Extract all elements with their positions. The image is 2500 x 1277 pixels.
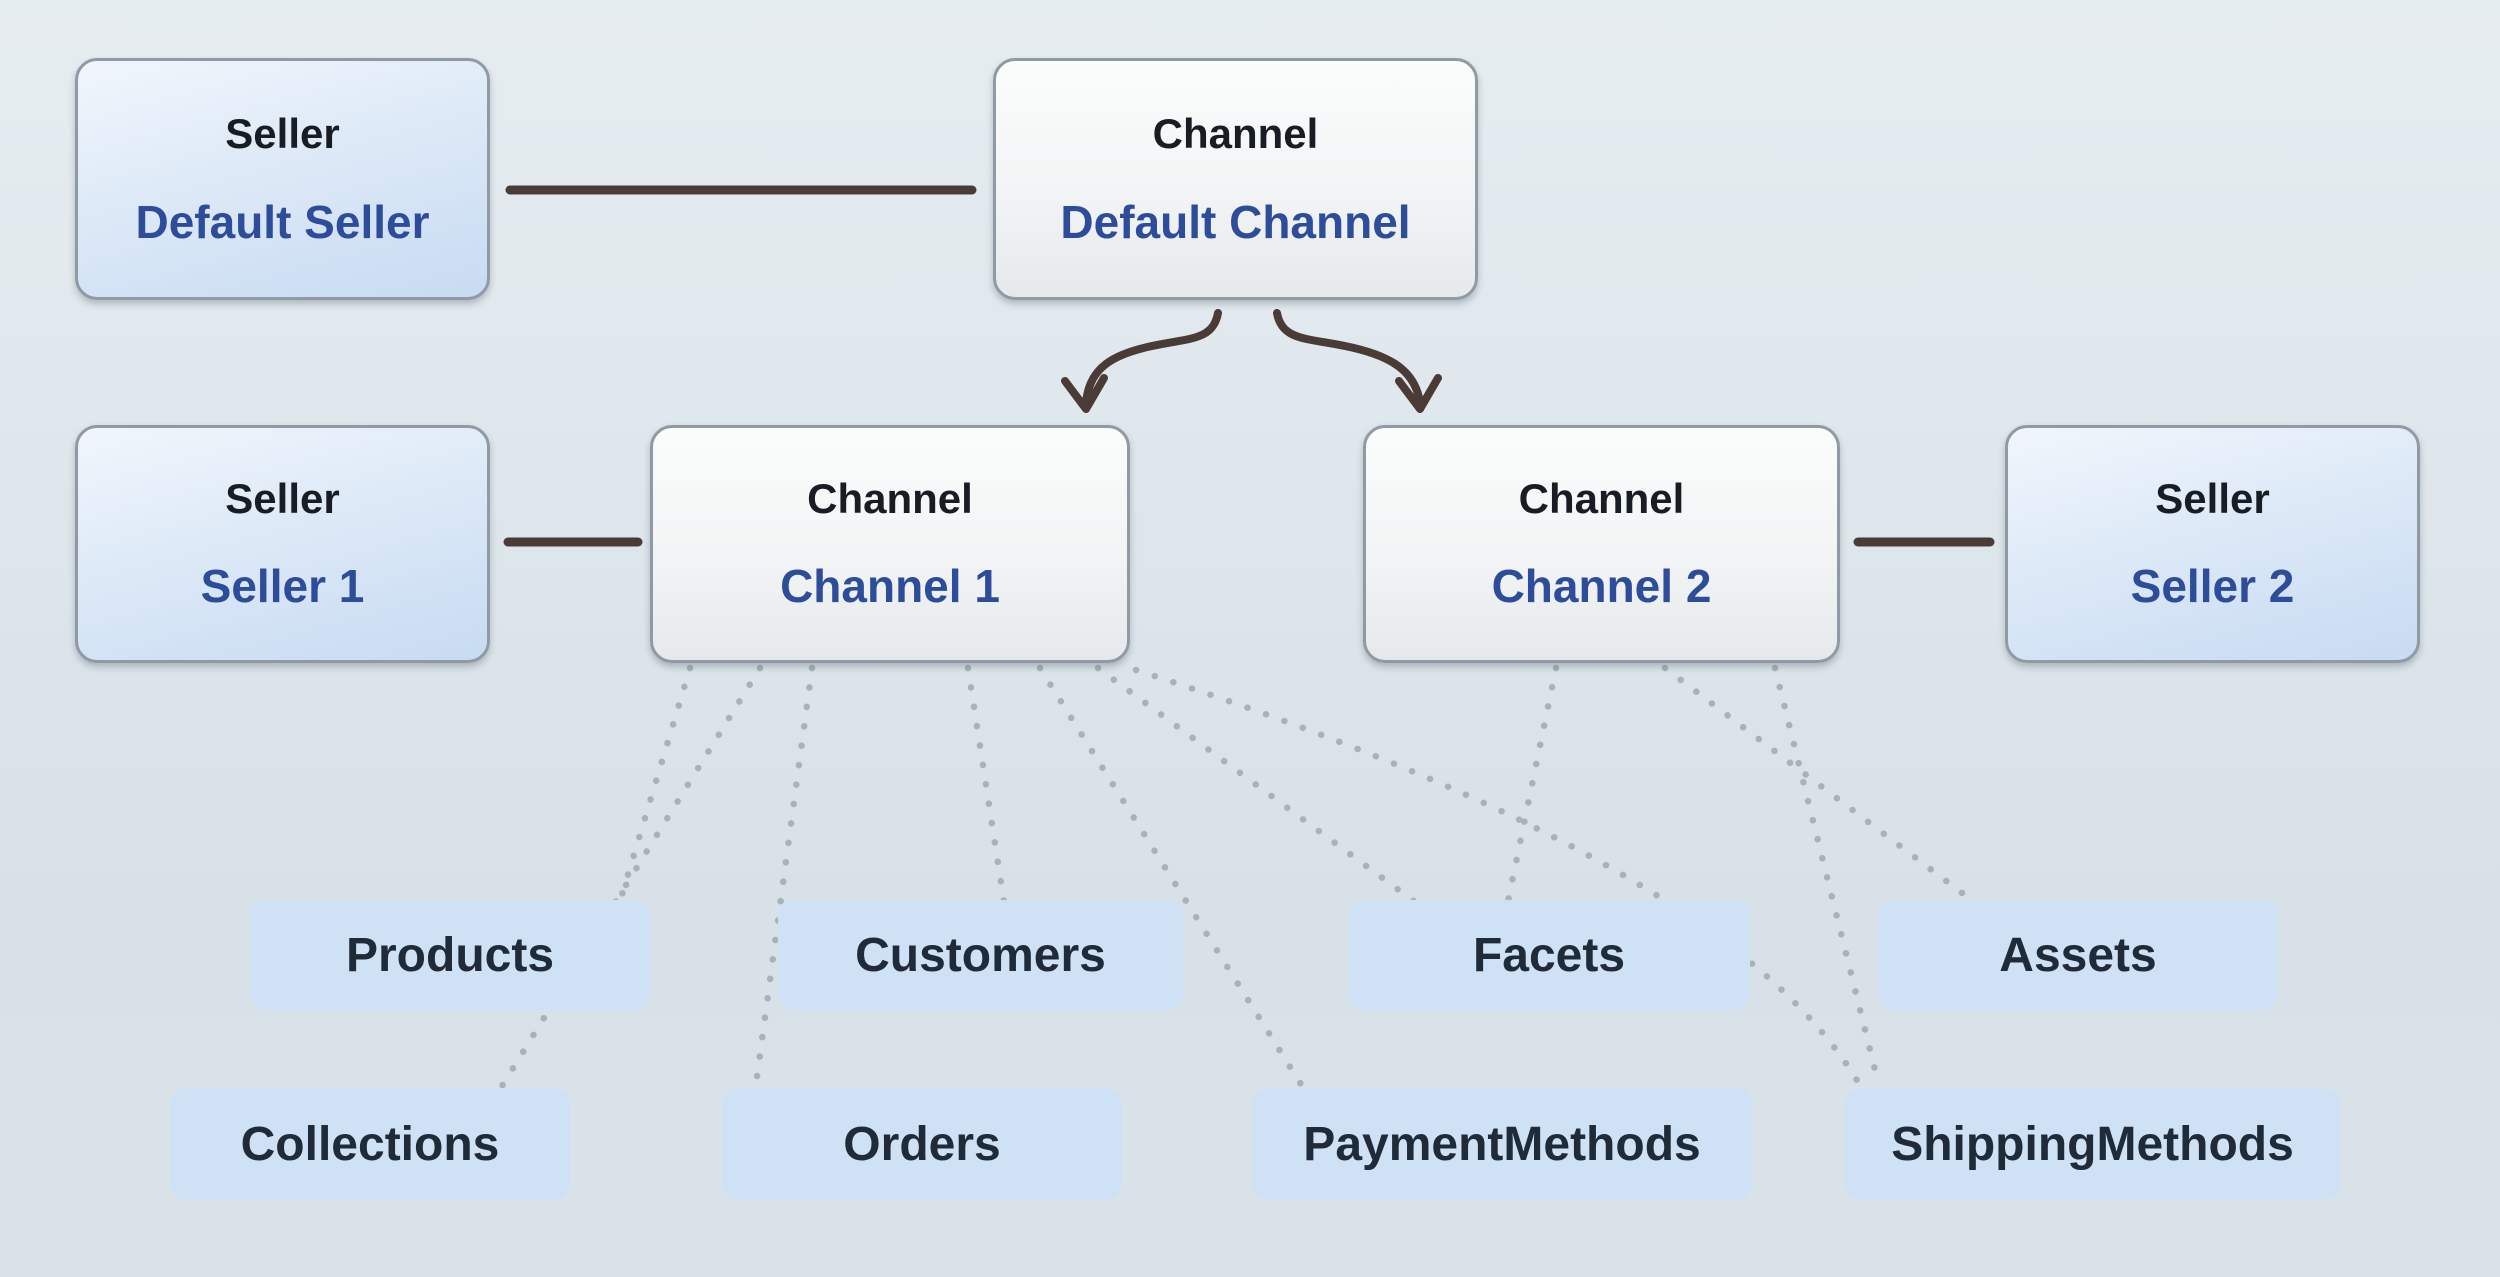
- entity-shipping-methods: ShippingMethods: [1845, 1088, 2340, 1200]
- node-seller-1: Seller Seller 1: [75, 425, 490, 663]
- node-name-label: Default Seller: [135, 195, 430, 248]
- entity-customers: Customers: [778, 900, 1183, 1010]
- arrowhead-channel2-icon: [1395, 374, 1442, 413]
- node-type-label: Seller: [225, 109, 340, 157]
- node-type-label: Channel: [1152, 109, 1319, 157]
- node-name-label: Channel 2: [1491, 560, 1712, 612]
- arrowhead-channel1-icon: [1061, 374, 1108, 413]
- node-name-label: Default Channel: [1060, 195, 1411, 248]
- dotted-channel1-orders: [752, 664, 816, 1088]
- entity-payment-methods: PaymentMethods: [1252, 1088, 1752, 1200]
- node-name-label: Channel 1: [780, 560, 1000, 612]
- entity-assets: Assets: [1878, 900, 2278, 1010]
- dotted-channel1-facets: [1094, 664, 1484, 954]
- node-name-label: Seller 1: [200, 560, 365, 612]
- node-type-label: Channel: [807, 475, 973, 523]
- node-default-channel: Channel Default Channel: [993, 58, 1478, 300]
- node-type-label: Channel: [1518, 475, 1685, 523]
- entity-products: Products: [250, 900, 650, 1010]
- dotted-channel1-shippingmethods: [1132, 666, 1862, 1086]
- node-seller-2: Seller Seller 2: [2005, 425, 2420, 663]
- dotted-channel1-customers: [964, 664, 1012, 932]
- entity-collections: Collections: [170, 1088, 570, 1200]
- dotted-channel1-products: [608, 664, 694, 932]
- dotted-channel1-paymentmethods: [1036, 664, 1306, 1090]
- entity-orders: Orders: [722, 1088, 1122, 1200]
- entity-facets: Facets: [1348, 900, 1750, 1010]
- node-channel-1: Channel Channel 1: [650, 425, 1130, 663]
- node-channel-2: Channel Channel 2: [1363, 425, 1840, 663]
- dotted-channel2-shippingmethods: [1771, 664, 1882, 1086]
- node-name-label: Seller 2: [2130, 560, 2295, 612]
- arrow-default-channel-to-channel1: [1082, 309, 1222, 407]
- node-type-label: Seller: [2155, 475, 2270, 523]
- dotted-channel1-collections: [498, 664, 764, 1090]
- arrow-default-channel-to-channel2: [1273, 309, 1424, 407]
- node-type-label: Seller: [225, 475, 340, 523]
- node-default-seller: Seller Default Seller: [75, 58, 490, 300]
